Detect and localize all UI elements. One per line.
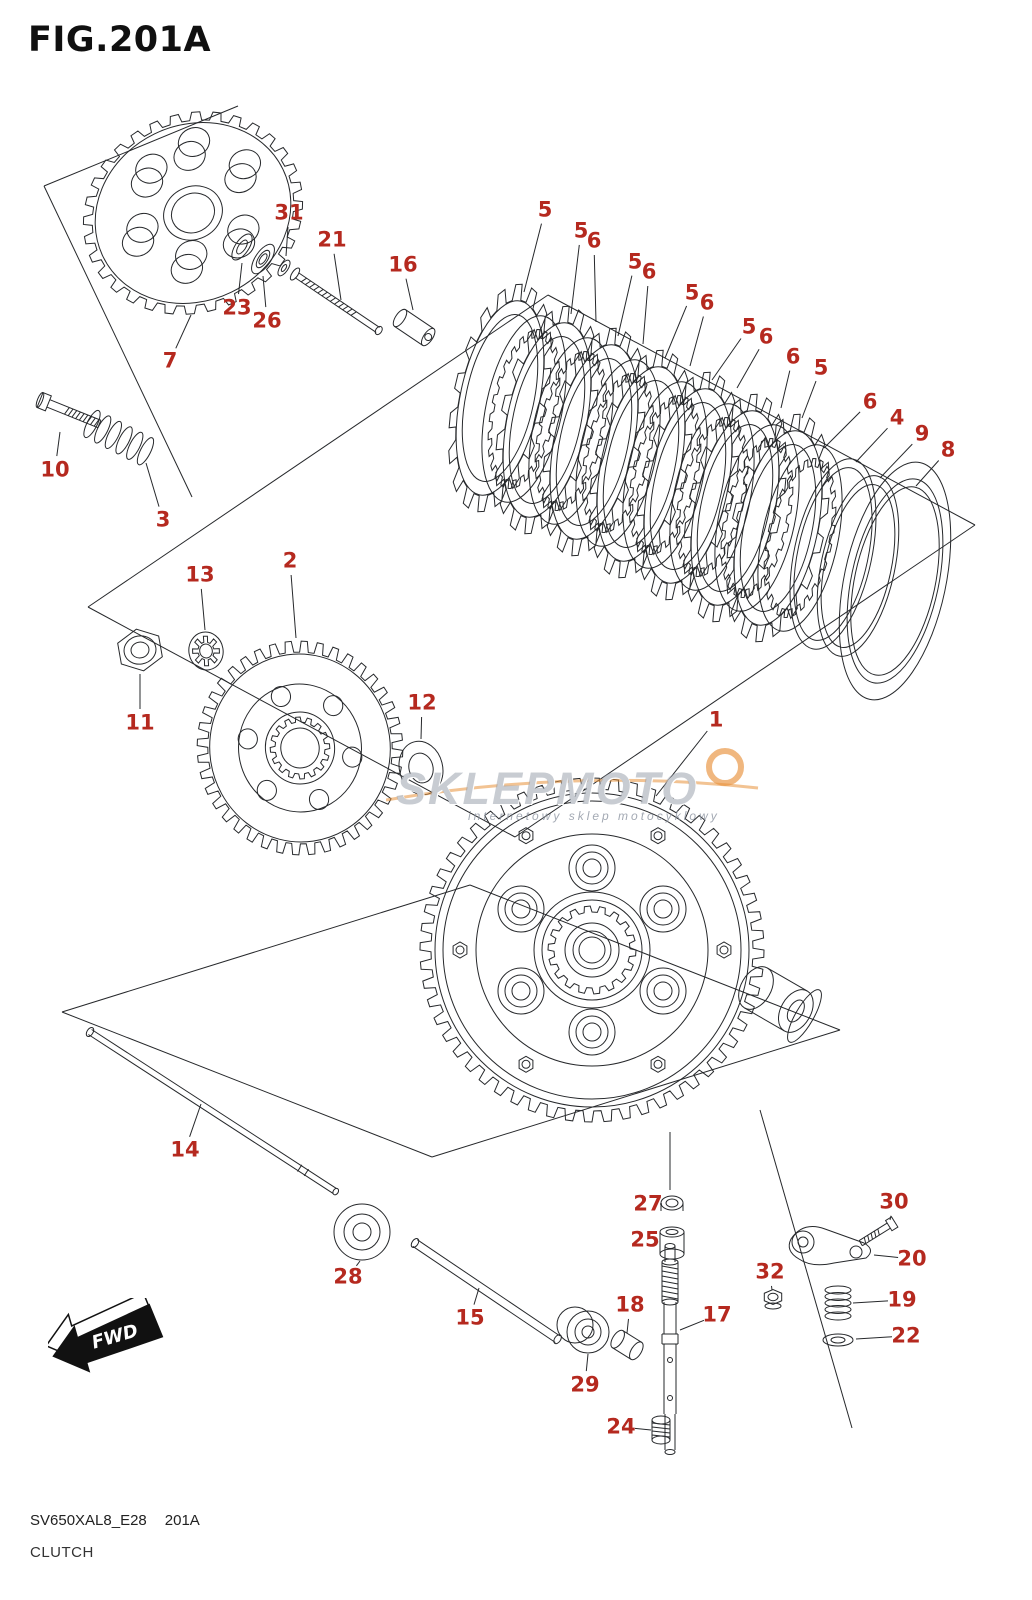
- bolt-30-drawing: [858, 1217, 898, 1248]
- watermark-swoosh: [386, 778, 759, 802]
- washer-29-drawing: [557, 1307, 609, 1353]
- friction-plate-drawing: [431, 275, 570, 521]
- footer: SV650XAL8_E28 201A: [30, 1512, 200, 1529]
- nut-11-drawing: [116, 626, 164, 675]
- shaft-17-drawing: [662, 1244, 678, 1455]
- watermark-text: SKLEPMOTO: [396, 763, 699, 814]
- pushrod-15-drawing: [410, 1237, 563, 1345]
- steel-plate-drawing: [608, 374, 722, 576]
- steel-plate-drawing: [561, 352, 675, 554]
- friction-plate-drawing: [666, 385, 805, 631]
- construction-lines: [44, 106, 975, 1428]
- roller-28-drawing: [334, 1204, 390, 1260]
- watermark: SKLEPMOTO internetowy sklep motocyklowy: [386, 748, 776, 826]
- watermark-wheel-icon: [706, 748, 745, 786]
- figure-title: FIG.201A: [28, 20, 212, 60]
- friction-plate-drawing: [709, 405, 848, 651]
- steel-plate-drawing: [700, 417, 814, 619]
- bushing-24-drawing: [652, 1416, 670, 1444]
- fwd-arrow: FWD: [48, 1298, 164, 1373]
- washer-22-drawing: [823, 1334, 853, 1346]
- hub-2-drawing: [183, 628, 416, 869]
- washer-23-drawing: [228, 231, 256, 263]
- steel-plate-drawing: [467, 308, 581, 510]
- leader-lines: [57, 224, 939, 1430]
- bolt-10-drawing: [35, 392, 103, 432]
- lever-20-drawing: [789, 1227, 870, 1265]
- page-code: 201A: [164, 1512, 200, 1529]
- rod-16-drawing: [391, 307, 438, 348]
- ring-8-drawing: [820, 452, 970, 710]
- seat-9-drawing: [803, 468, 913, 663]
- basket-1-drawing: [420, 778, 764, 1122]
- sleeve-spacer-drawing: [728, 955, 827, 1047]
- steel-plate-drawing: [514, 330, 628, 532]
- pin-18-drawing: [608, 1328, 646, 1362]
- figure-caption: CLUTCH: [30, 1544, 94, 1561]
- document-code: SV650XAL8_E28: [30, 1512, 147, 1529]
- spring-3-drawing: [81, 408, 157, 467]
- screw-21-drawing: [289, 267, 386, 338]
- wave-washer-4-drawing: [775, 451, 891, 657]
- bushing-25-drawing: [660, 1227, 684, 1259]
- bearing-31-drawing: [276, 258, 293, 277]
- pressure-plate-drawing: [49, 75, 337, 350]
- washer-26-drawing: [247, 241, 279, 278]
- watermark-subtext: internetowy sklep motocyklowy: [468, 809, 720, 823]
- washer-13-drawing: [186, 629, 226, 672]
- pushrod-14-drawing: [85, 1026, 341, 1197]
- nut-32-drawing: [764, 1290, 781, 1310]
- steel-plate-drawing: [655, 396, 769, 598]
- nut-27-drawing: [661, 1196, 683, 1211]
- spring-19-drawing: [825, 1286, 851, 1320]
